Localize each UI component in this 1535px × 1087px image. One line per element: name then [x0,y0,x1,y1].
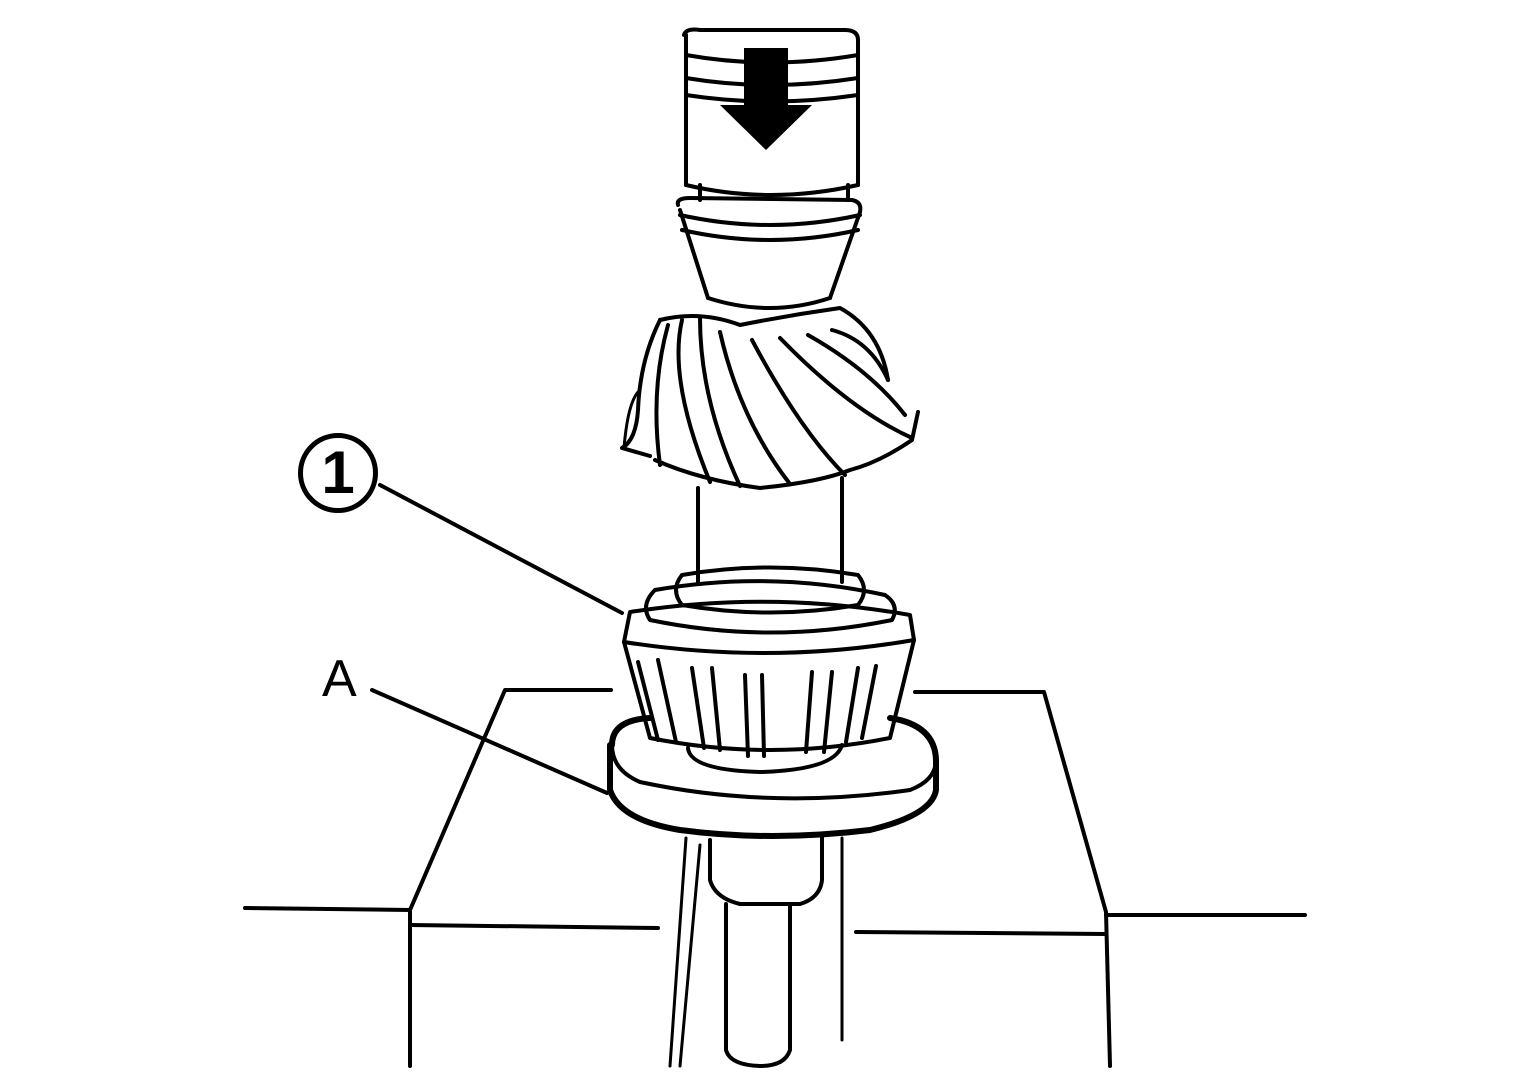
callout-a-label: A [322,650,357,708]
press-bed [243,688,1307,1068]
callout-1: 1 [298,433,378,513]
pinion-shaft [696,476,844,584]
leader-lines [370,483,624,795]
callout-1-label: 1 [321,439,355,506]
down-arrow-icon [720,48,812,150]
drive-pinion-gear [620,306,920,490]
press-adapter [675,196,863,310]
support-ring-tool [607,715,939,839]
tapered-roller-bearing [622,565,916,774]
lower-shaft [668,834,844,1068]
